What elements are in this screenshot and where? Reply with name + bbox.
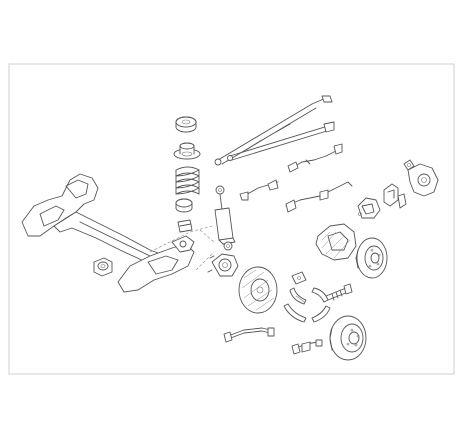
brake-shoes[interactable] [283,287,331,323]
spring-lower-pad[interactable] [175,198,193,213]
shoe-adjuster[interactable] [325,283,353,301]
brake-caliper-bracket[interactable] [383,183,407,209]
bump-stop[interactable] [177,219,193,233]
brake-disc[interactable] [355,237,388,279]
brake-line[interactable] [239,179,353,213]
spring-upper-mount[interactable] [175,116,197,133]
brake-pipe[interactable] [223,327,275,343]
diagram-frame [8,63,455,375]
rear-axle-beam[interactable] [21,173,213,293]
shock-absorber[interactable] [195,185,236,271]
handbrake-cable[interactable] [227,121,335,161]
disc-backing-plate[interactable] [315,223,357,261]
hub-bearing[interactable] [207,253,239,277]
coil-spring[interactable] [175,166,200,195]
wheel-hub-carrier[interactable] [403,159,439,197]
brake-hose[interactable] [287,143,343,173]
drum-backing-plate[interactable] [238,266,278,314]
brake-pipe-fitting[interactable] [291,339,323,355]
axle-bushing[interactable] [93,257,113,277]
brake-drum[interactable] [329,315,367,361]
spring-seat[interactable] [173,142,201,160]
brake-caliper[interactable] [357,197,381,219]
wheel-cylinder[interactable] [291,271,307,285]
handbrake-cable-long[interactable] [214,95,333,166]
